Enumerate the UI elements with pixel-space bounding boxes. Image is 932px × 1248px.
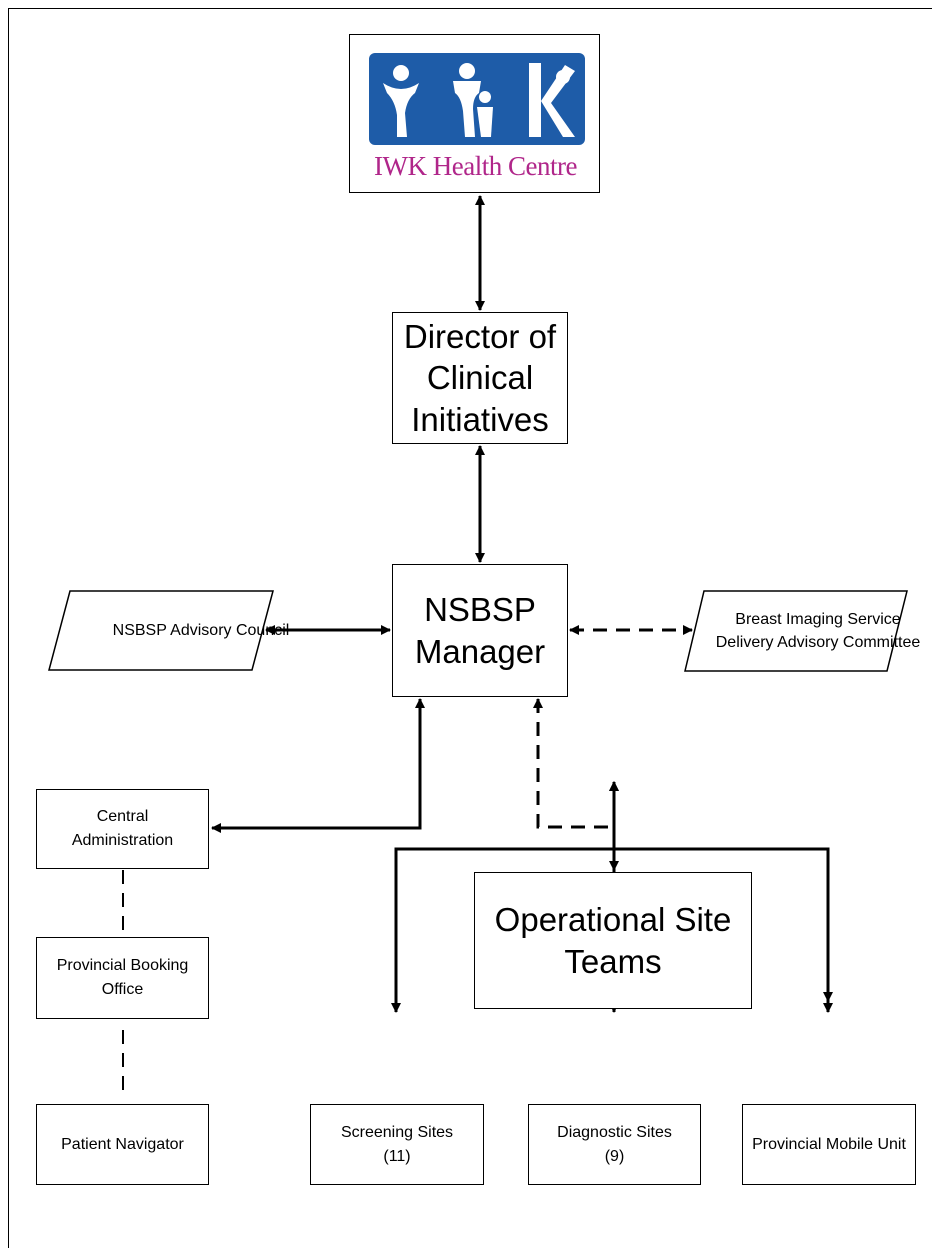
central-admin-label: Central Administration (71, 808, 174, 849)
patient-navigator-label: Patient Navigator (61, 1135, 184, 1153)
box-screening-sites: Screening Sites (11) (310, 1104, 484, 1185)
breast-imaging-label: Breast Imaging Service Delivery Advisory… (715, 610, 921, 651)
screening-label: Screening Sites (11) (340, 1123, 454, 1165)
parallelogram-shape (684, 590, 908, 672)
diagnostic-label: Diagnostic Sites (9) (557, 1123, 672, 1165)
box-central-administration: Central Administration (36, 789, 209, 869)
diagram-frame (8, 8, 932, 1248)
iwk-logo: IWK Health Centre (349, 34, 600, 193)
box-operational-site-teams: Operational Site Teams (474, 872, 752, 1009)
box-nsbsp-manager: NSBSP Manager (392, 564, 568, 697)
mobile-unit-label: Provincial Mobile Unit (752, 1135, 906, 1153)
connectors (122, 195, 833, 1090)
box-provincial-mobile-unit: Provincial Mobile Unit (742, 1104, 916, 1185)
box-provincial-booking-office: Provincial Booking Office (36, 937, 209, 1019)
logo-figures-icon (383, 63, 575, 137)
logo-wordmark: IWK Health Centre (374, 151, 577, 181)
box-breast-imaging-committee: Breast Imaging Service Delivery Advisory… (684, 590, 920, 672)
parallelogram-shape (48, 590, 274, 671)
manager-label: NSBSP Manager (414, 591, 546, 670)
edge-manager-central-admin (211, 698, 425, 833)
director-label: Director of Clinical Initiatives (403, 318, 557, 438)
edge-manager-operational (533, 698, 619, 871)
operational-label: Operational Site Teams (494, 901, 732, 980)
logo-figures-panel (369, 53, 585, 145)
box-diagnostic-sites: Diagnostic Sites (9) (528, 1104, 701, 1185)
box-patient-navigator: Patient Navigator (36, 1104, 209, 1185)
booking-office-label: Provincial Booking Office (56, 957, 189, 998)
box-nsbsp-advisory-council: NSBSP Advisory Council (48, 590, 289, 671)
box-director: Director of Clinical Initiatives (392, 312, 568, 444)
advisory-council-label: NSBSP Advisory Council (112, 621, 290, 639)
